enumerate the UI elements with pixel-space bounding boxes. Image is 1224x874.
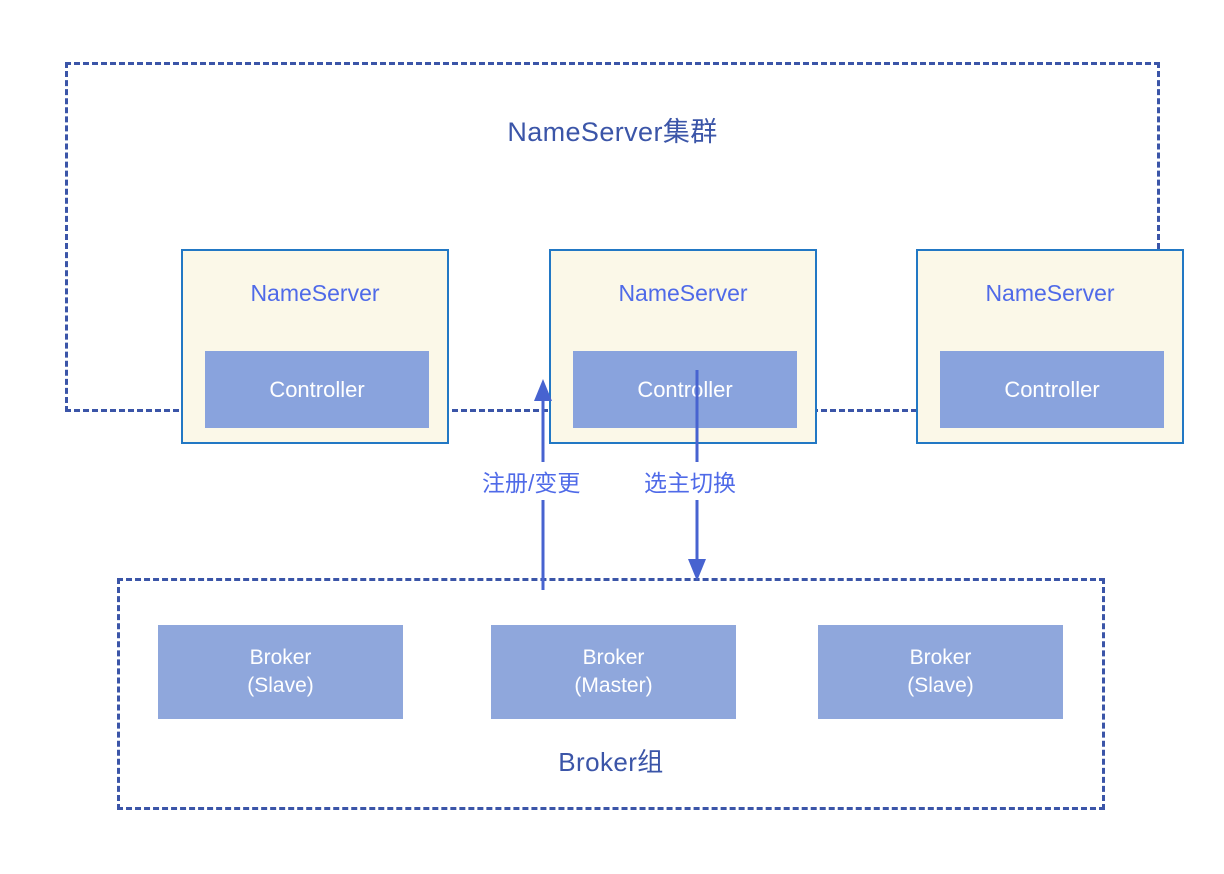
broker-node-slave-1-role: (Slave) xyxy=(247,674,314,697)
controller-box-2[interactable]: Controller xyxy=(573,351,797,428)
nameserver-node-1-label: NameServer xyxy=(250,280,380,306)
controller-box-3-label: Controller xyxy=(1004,376,1100,402)
broker-node-slave-2-name: Broker xyxy=(909,646,972,670)
broker-node-slave-1-name: Broker xyxy=(249,646,312,670)
broker-node-master-name: Broker xyxy=(582,646,645,670)
nameserver-node-1[interactable]: NameServer Controller xyxy=(181,249,449,444)
controller-box-1-label: Controller xyxy=(269,376,365,402)
nameserver-node-2[interactable]: NameServer Controller xyxy=(549,249,817,444)
broker-group-container: Broker组 xyxy=(117,578,1105,810)
broker-group-title: Broker组 xyxy=(558,747,664,777)
nameserver-node-3-label: NameServer xyxy=(985,280,1115,306)
broker-node-slave-2-role: (Slave) xyxy=(907,674,974,697)
nameserver-node-3[interactable]: NameServer Controller xyxy=(916,249,1184,444)
nameserver-cluster-title: NameServer集群 xyxy=(507,117,718,147)
controller-box-3[interactable]: Controller xyxy=(940,351,1164,428)
edge-label-failover: 选主切换 xyxy=(640,462,740,500)
broker-node-slave-2[interactable]: Broker (Slave) xyxy=(818,625,1063,719)
nameserver-node-2-label: NameServer xyxy=(618,280,748,306)
controller-box-1[interactable]: Controller xyxy=(205,351,429,428)
broker-node-master[interactable]: Broker (Master) xyxy=(491,625,736,719)
nameserver-cluster-container: NameServer集群 NameServer Controller NameS… xyxy=(65,62,1184,444)
broker-node-slave-1[interactable]: Broker (Slave) xyxy=(158,625,403,719)
edge-label-register: 注册/变更 xyxy=(478,462,585,500)
broker-node-master-role: (Master) xyxy=(574,674,653,697)
controller-box-2-label: Controller xyxy=(637,376,733,402)
